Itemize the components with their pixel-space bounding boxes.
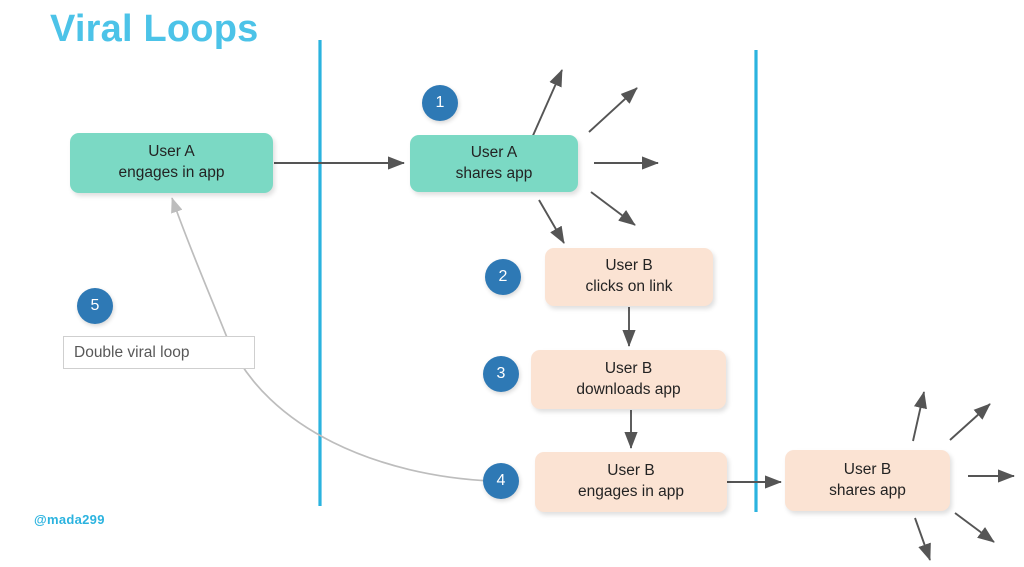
node-line-2: downloads app bbox=[576, 380, 681, 398]
node-line-1: User B bbox=[607, 462, 655, 480]
curve-double-viral-loop bbox=[227, 339, 493, 482]
step-badge-5[interactable]: 5 bbox=[77, 288, 113, 324]
callout-label: Double viral loop bbox=[74, 343, 190, 361]
node-line-1: User A bbox=[470, 143, 518, 161]
node-line-2: clicks on link bbox=[585, 278, 673, 295]
step-badge-1[interactable]: 1 bbox=[422, 85, 458, 121]
step-badge-label: 3 bbox=[496, 365, 506, 382]
node-user-b-clicks[interactable]: User B clicks on link bbox=[545, 248, 713, 306]
node-line-2: engages in app bbox=[118, 164, 225, 181]
node-line-1: User B bbox=[605, 257, 653, 275]
node-line-1: User A bbox=[148, 143, 195, 161]
node-user-b-shares[interactable]: User B shares app bbox=[785, 450, 950, 511]
node-line-2: shares app bbox=[829, 481, 906, 499]
node-user-a-engages[interactable]: User A engages in app bbox=[70, 133, 273, 193]
arrow-share-a-down bbox=[538, 199, 565, 244]
arrow-share-a-up bbox=[530, 69, 563, 141]
arrow-share-b-upright bbox=[949, 403, 991, 441]
callout-double-viral-loop[interactable]: Double viral loop bbox=[63, 336, 255, 369]
author-handle: @mada299 bbox=[34, 512, 105, 527]
node-user-b-engages[interactable]: User B engages in app bbox=[535, 452, 727, 512]
step-badge-2[interactable]: 2 bbox=[485, 259, 521, 295]
node-user-b-downloads[interactable]: User B downloads app bbox=[531, 350, 726, 409]
step-badge-label: 1 bbox=[435, 94, 445, 111]
node-line-1: User B bbox=[843, 460, 892, 478]
node-line-2: engages in app bbox=[577, 483, 684, 500]
arrow-share-b-downright bbox=[954, 512, 995, 543]
arrow-share-a-downright bbox=[590, 191, 636, 226]
step-badge-4[interactable]: 4 bbox=[483, 463, 519, 499]
arrow-share-b-up bbox=[912, 391, 927, 442]
step-badge-label: 2 bbox=[498, 268, 508, 285]
node-line-1: User B bbox=[604, 359, 653, 377]
step-badge-label: 4 bbox=[496, 472, 506, 489]
step-badge-3[interactable]: 3 bbox=[483, 356, 519, 392]
step-badge-label: 5 bbox=[90, 297, 100, 314]
arrow-share-b-down bbox=[914, 517, 931, 561]
node-line-2: shares app bbox=[455, 164, 533, 182]
arrow-share-a-upright bbox=[588, 87, 638, 133]
page-title: Viral Loops bbox=[50, 8, 259, 50]
node-user-a-shares[interactable]: User A shares app bbox=[410, 135, 578, 192]
curve-double-viral-loop-tail bbox=[171, 197, 229, 341]
